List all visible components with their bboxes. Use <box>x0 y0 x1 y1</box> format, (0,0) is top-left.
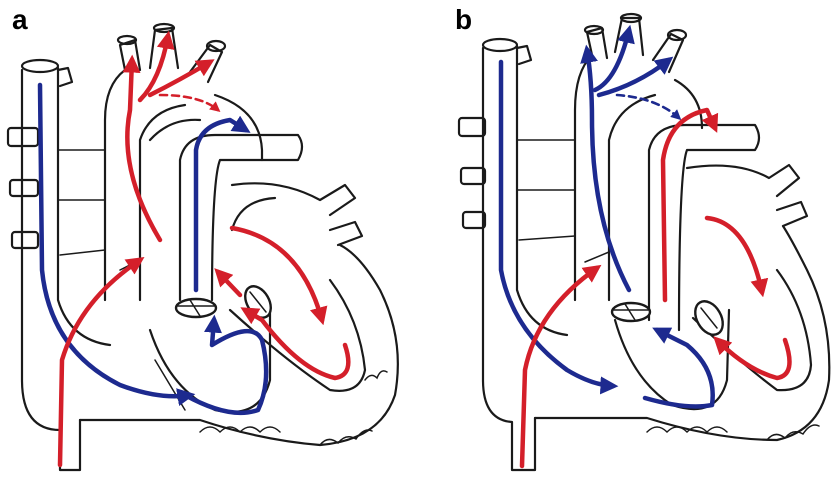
flow-oxygenated-ivc-a <box>60 260 140 465</box>
blood-flow-arrows-a <box>40 36 348 465</box>
heart-diagram-a <box>0 0 417 480</box>
heart-diagram-b <box>417 0 834 480</box>
flow-oxygenated-la-b <box>707 218 762 292</box>
blood-flow-arrows-b <box>501 30 790 466</box>
panel-b: b <box>417 0 834 480</box>
flow-deoxygenated-svc-a <box>40 85 190 396</box>
flow-deoxygenated-ventricle-a <box>185 320 266 413</box>
flow-deoxygenated-ventricle-b <box>645 330 713 406</box>
flow-oxygenated-la-a <box>232 228 322 320</box>
flow-oxygenated-lv-a <box>245 310 348 378</box>
panel-a: a <box>0 0 417 480</box>
valve-pulmonary-b <box>612 303 650 321</box>
heart-outline-b <box>459 14 829 470</box>
flow-oxygenated-pulmonary-b <box>663 110 715 300</box>
flow-deoxygenated-pulmonary-a <box>196 120 246 290</box>
valve-aortic-b <box>690 296 729 339</box>
valve-pulmonary-a <box>176 299 216 317</box>
flow-oxygenated-aorta-a <box>127 60 160 240</box>
